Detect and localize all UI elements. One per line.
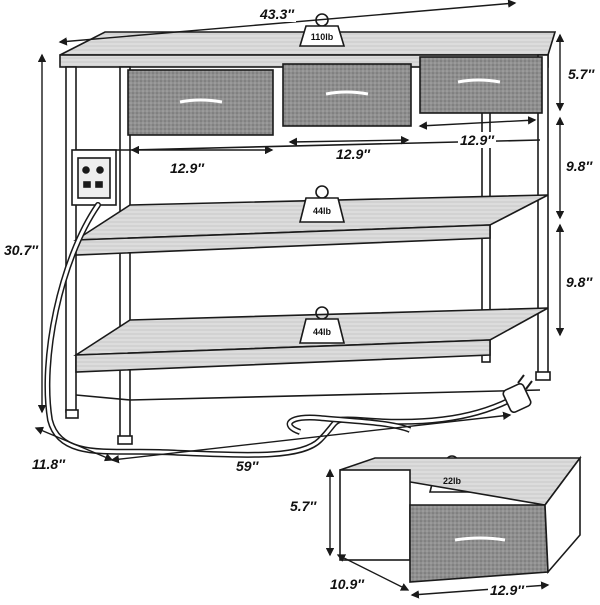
overall-depth-label: 11.8″	[30, 456, 67, 472]
single-drawer-width-label: 12.9″	[488, 582, 526, 598]
top-load-rating: 110lb	[310, 32, 334, 42]
drawer-handle-left	[179, 98, 223, 104]
drawer-handle-right	[457, 78, 501, 84]
single-drawer-load-rating: 22lb	[442, 476, 461, 486]
middle-shelf-load-rating: 44lb	[312, 206, 331, 216]
drawer-width-middle-label: 12.9″	[334, 146, 372, 162]
drawer-height-label: 5.7″	[566, 66, 597, 82]
single-drawer-depth-label: 10.9″	[328, 576, 366, 592]
cord-length-label: 59″	[234, 458, 261, 474]
weight-icon	[298, 185, 346, 223]
drawer-width-left-label: 12.9″	[168, 160, 206, 176]
single-drawer	[339, 455, 582, 583]
plug-icon	[502, 374, 533, 414]
dimension-lines	[34, 0, 565, 464]
drawer-handle-middle	[325, 90, 369, 96]
overall-height-label: 30.7″	[2, 242, 40, 258]
weight-icon	[298, 13, 346, 47]
shelf-gap-upper-label: 9.8″	[564, 158, 595, 174]
drawer-width-right-label: 12.9″	[458, 132, 496, 148]
weight-icon	[298, 306, 346, 344]
drawer-row	[127, 56, 543, 136]
drawer-right	[419, 56, 543, 114]
power-strip-icon	[71, 149, 117, 206]
drawer-middle	[282, 63, 412, 127]
shelf-gap-lower-label: 9.8″	[564, 274, 595, 290]
drawer-left	[127, 69, 274, 136]
bottom-shelf-load-rating: 44lb	[312, 327, 331, 337]
single-drawer-height-label: 5.7″	[288, 498, 319, 514]
overall-width-label: 43.3″	[258, 6, 296, 22]
